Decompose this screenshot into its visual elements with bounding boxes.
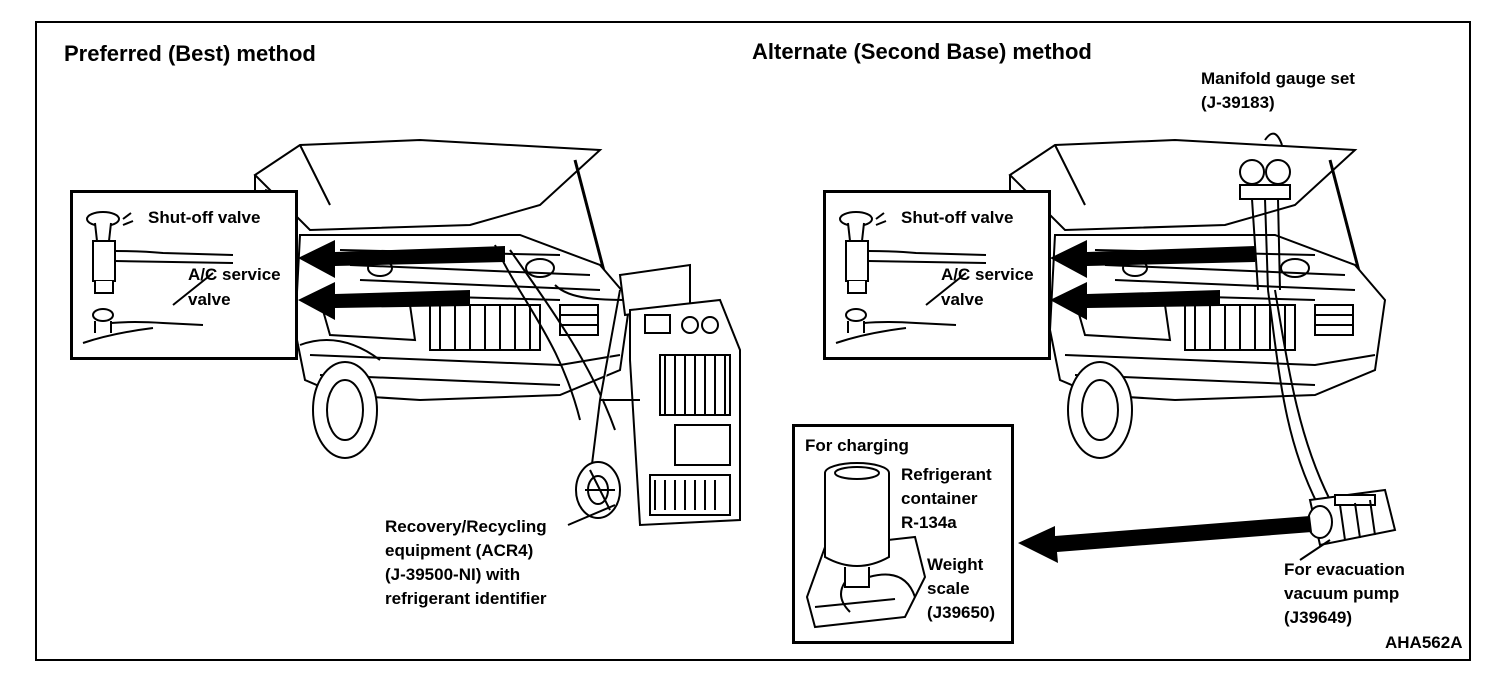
arrows <box>298 240 1312 563</box>
diagram-frame <box>35 21 1471 661</box>
weight-scale-line2: scale <box>927 579 970 598</box>
evacuation-label-line1: For evacuation <box>1284 560 1405 579</box>
refrigerant-container-line2: container <box>901 489 978 508</box>
refrigerant-container-drawing <box>805 462 927 629</box>
charging-inset: For charging Refrigerant container R-134… <box>792 424 1014 644</box>
equipment-label-line4: refrigerant identifier <box>385 589 547 608</box>
right-heading: Alternate (Second Base) method <box>752 39 1092 64</box>
right-truck-illustration <box>1008 138 1387 459</box>
shutoff-valve-label-right: Shut-off valve <box>901 208 1014 227</box>
manifold-label-line2: (J-39183) <box>1201 93 1275 112</box>
left-valve-inset: Shut-off valve A/C service valve <box>70 190 298 360</box>
evacuation-label-line3: (J39649) <box>1284 608 1353 627</box>
weight-scale-line3: (J39650) <box>927 603 996 622</box>
vacuum-pump <box>1307 488 1397 547</box>
valve-drawing <box>82 211 234 344</box>
left-heading: Preferred (Best) method <box>64 41 316 66</box>
for-charging-title: For charging <box>805 436 909 455</box>
shutoff-valve-label: Shut-off valve <box>148 208 261 227</box>
recovery-recycling-machine <box>575 263 741 527</box>
ac-service-valve-label-line2: valve <box>188 290 231 309</box>
right-valve-inset: Shut-off valve A/C service valve <box>823 190 1051 360</box>
equipment-label-line2: equipment (ACR4) <box>385 541 534 560</box>
valve-drawing-right <box>835 211 987 344</box>
manifold-gauge-set <box>1239 132 1291 291</box>
ac-service-valve-label-line1: A/C service <box>188 265 281 284</box>
evacuation-label-line2: vacuum pump <box>1284 584 1400 603</box>
equipment-label-line3: (J-39500-NI) with <box>385 565 521 584</box>
refrigerant-container-line1: Refrigerant <box>901 465 992 484</box>
left-truck-illustration <box>253 138 632 459</box>
ac-service-valve-label-right-line1: A/C service <box>941 265 1034 284</box>
weight-scale-line1: Weight <box>927 555 984 574</box>
figure-code: AHA562A <box>1385 633 1463 652</box>
refrigerant-container-line3: R-134a <box>901 513 957 532</box>
equipment-label-line1: Recovery/Recycling <box>385 517 547 536</box>
manifold-label-line1: Manifold gauge set <box>1201 69 1355 88</box>
ac-service-valve-label-right-line2: valve <box>941 290 984 309</box>
